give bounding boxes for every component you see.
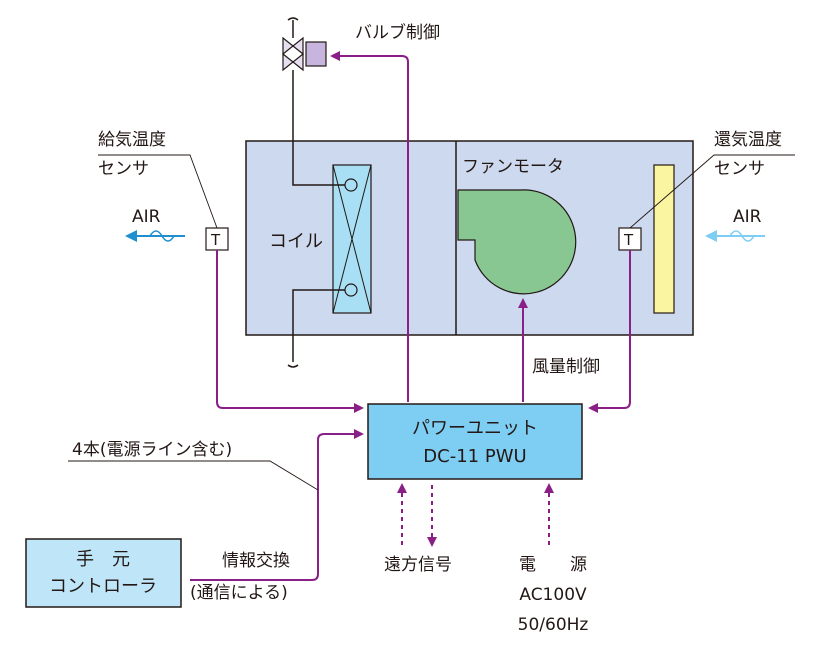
supply-sensor: T	[205, 227, 229, 251]
power-source-label: 電 源	[519, 555, 587, 575]
supply-sensor-label-2: センサ	[98, 159, 149, 179]
valve-icon	[282, 36, 327, 72]
supply-sensor-label-1: 給気温度	[98, 130, 166, 150]
air-left-label: AIR	[132, 207, 161, 227]
sensor-left-label: T	[210, 231, 221, 249]
power-ac-label: AC100V	[519, 585, 587, 605]
remote-signal-label: 遠方信号	[384, 555, 452, 575]
sensor-callouts	[98, 154, 795, 229]
coil-label: コイル	[269, 231, 323, 252]
via-comm-label: (通信による)	[190, 583, 288, 603]
filter-icon	[653, 164, 675, 314]
hand-controller-label-2: コントローラ	[49, 576, 157, 597]
cable-note-leader	[68, 460, 319, 491]
return-sensor-label-1: 還気温度	[714, 130, 782, 150]
fan-motor-label: ファンモータ	[462, 157, 564, 177]
return-sensor-label-2: センサ	[714, 159, 765, 179]
air-in-arrow-icon	[705, 230, 765, 242]
info-exchange-label: 情報交換	[222, 551, 290, 571]
coil-piping	[287, 17, 345, 368]
cable-note-label: 4本(電源ライン含む)	[72, 440, 232, 460]
power-hz-label: 50/60Hz	[518, 615, 589, 635]
return-sensor: T	[618, 227, 642, 251]
valve-control-label: バルブ制御	[355, 22, 440, 43]
sensor-right-label: T	[623, 231, 634, 249]
hand-controller-box	[25, 538, 182, 608]
signal-lines	[190, 51, 631, 581]
fan-icon	[457, 189, 577, 295]
air-out-arrow-icon	[125, 230, 185, 242]
coil-element	[332, 164, 372, 314]
air-volume-control-label: 風量制御	[532, 357, 600, 377]
power-unit-label-1: パワーユニット	[412, 418, 538, 439]
power-unit-label-2: DC-11 PWU	[423, 446, 526, 467]
air-right-label: AIR	[733, 207, 762, 227]
hand-controller-label-1: 手 元	[76, 549, 130, 570]
power-unit-box	[367, 403, 583, 480]
dashed-signal-lines	[397, 483, 554, 547]
